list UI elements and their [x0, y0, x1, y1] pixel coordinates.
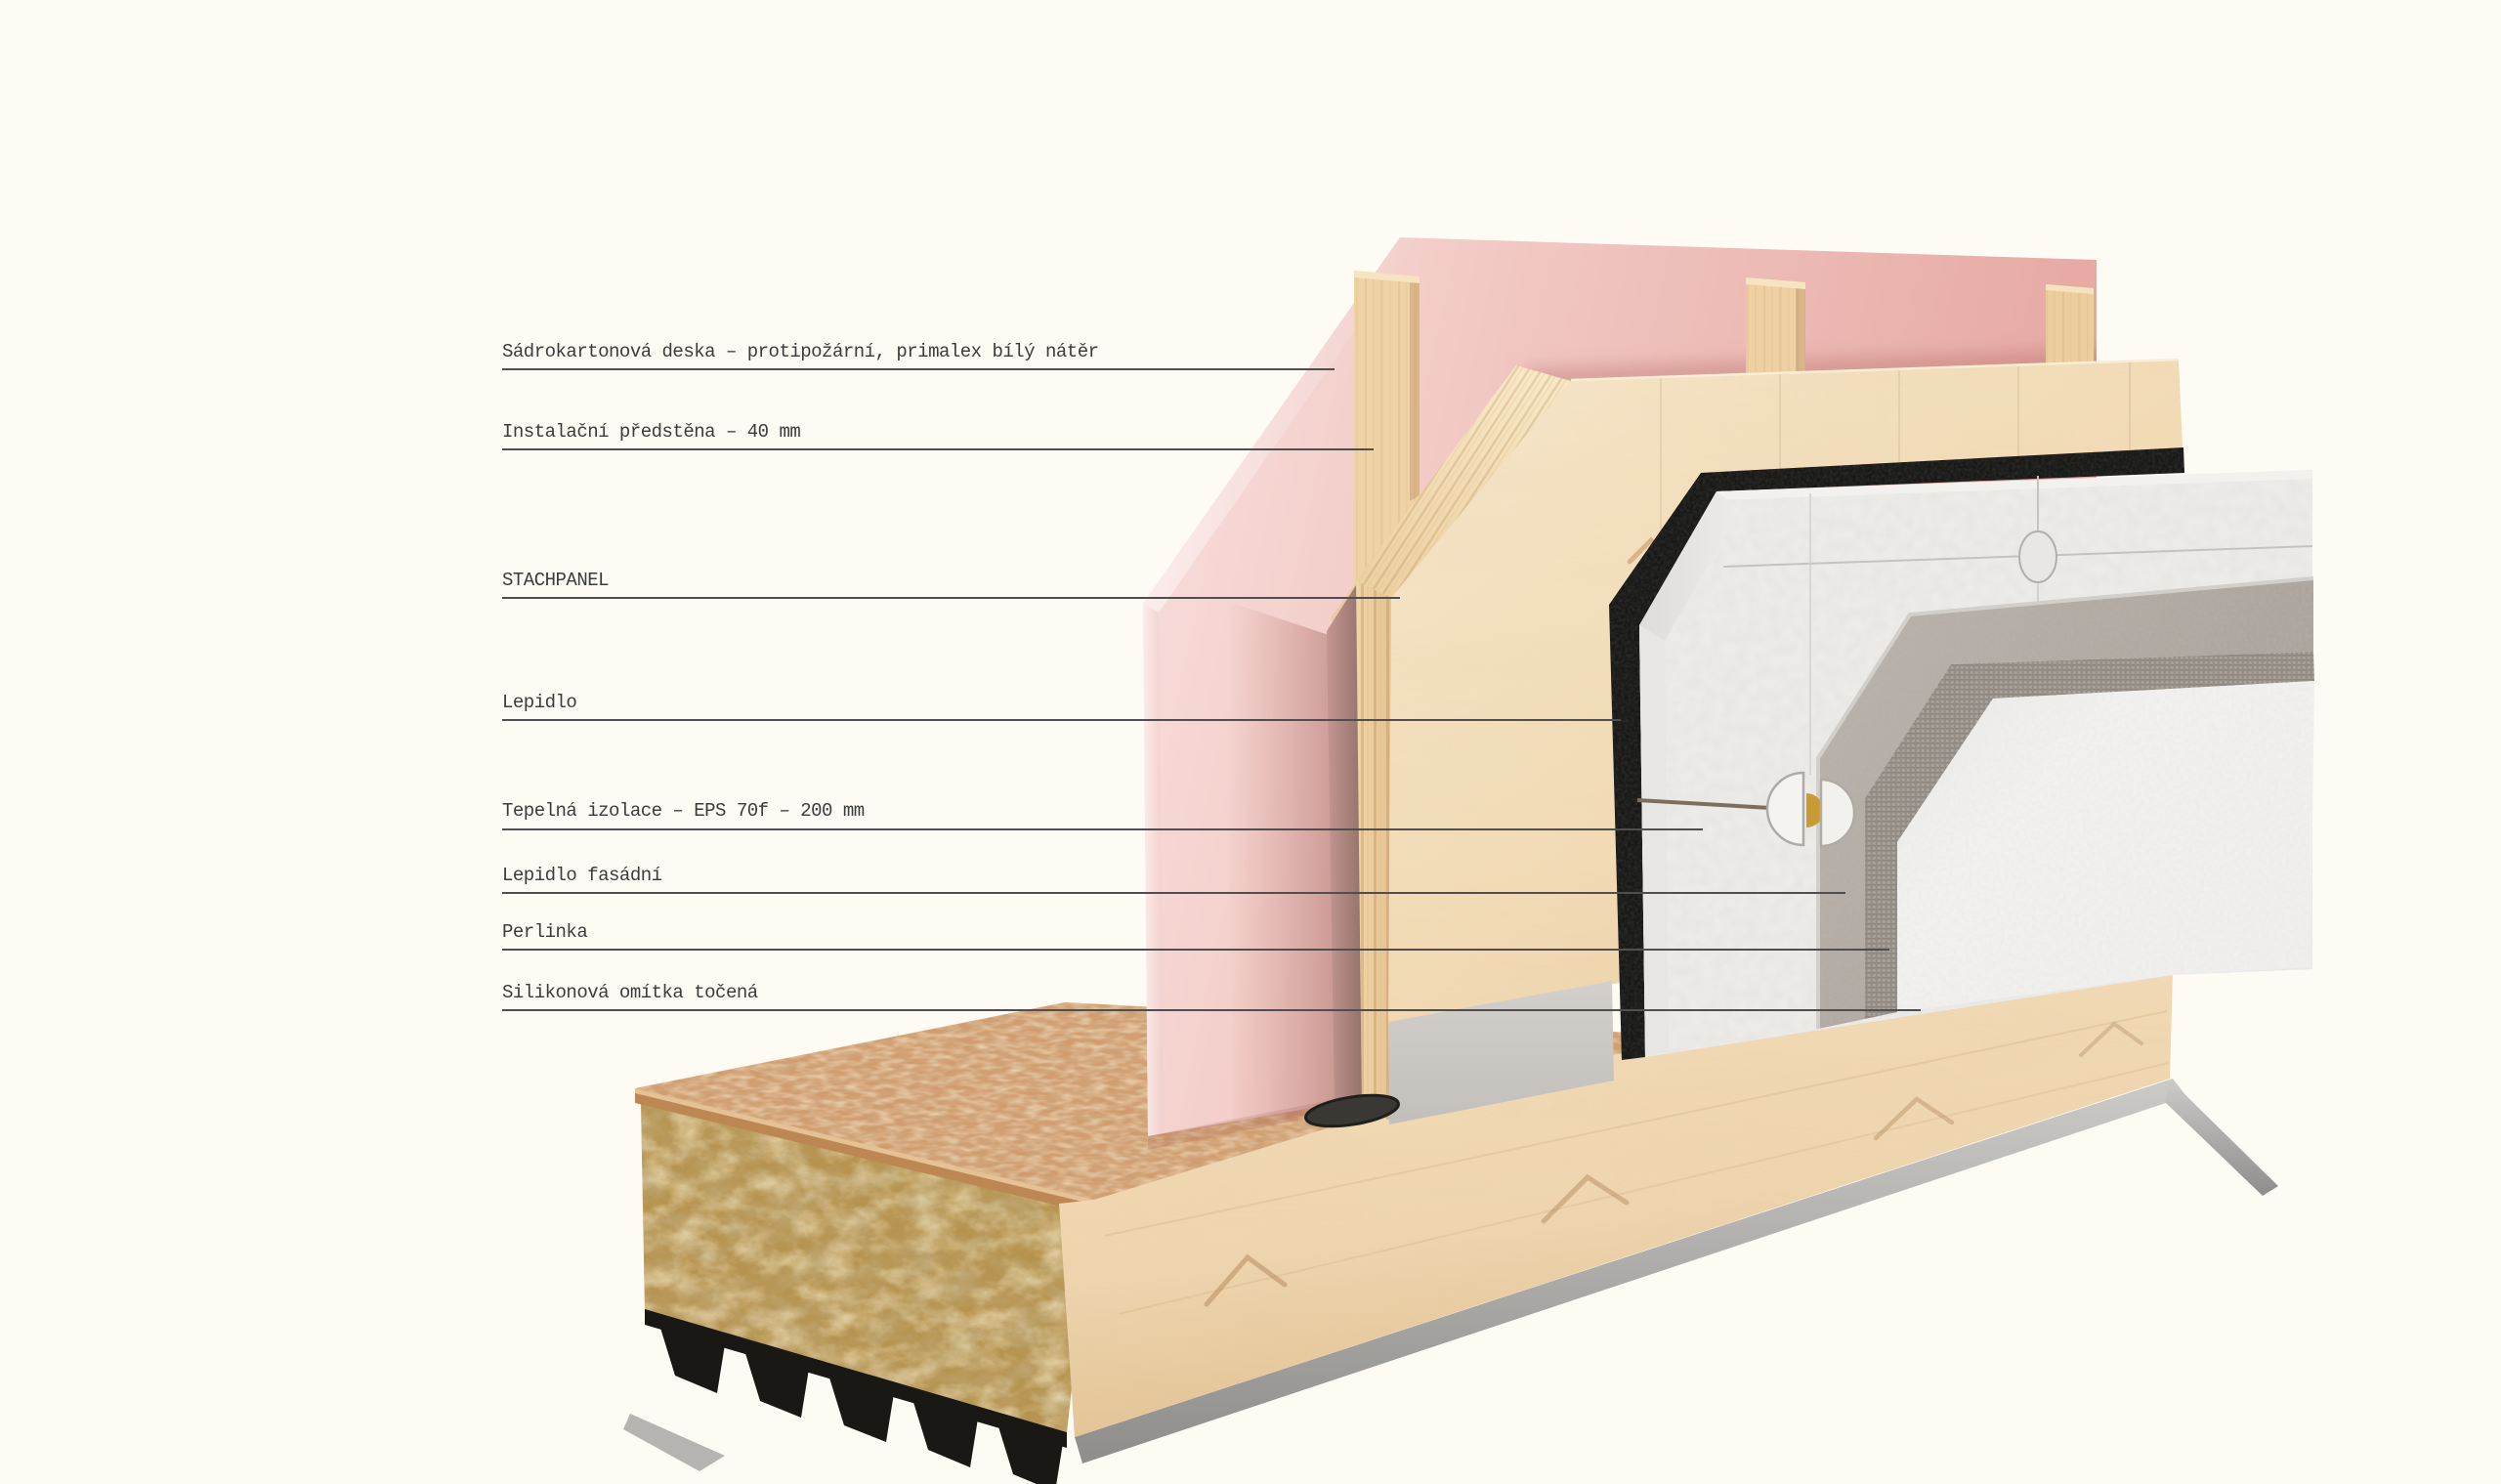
svg-text:Instalační předstěna – 40 mm: Instalační předstěna – 40 mm [502, 421, 800, 443]
svg-text:Lepidlo: Lepidlo [502, 692, 576, 713]
svg-text:STACHPANEL: STACHPANEL [502, 570, 609, 591]
svg-text:Silikonová omítka točená: Silikonová omítka točená [502, 982, 758, 1003]
svg-text:Perlinka: Perlinka [502, 921, 587, 943]
svg-text:Sádrokartonová deska – protipo: Sádrokartonová deska – protipožární, pri… [502, 341, 1099, 362]
svg-text:Lepidlo fasádní: Lepidlo fasádní [502, 865, 662, 886]
svg-text:Tepelná izolace – EPS 70f – 20: Tepelná izolace – EPS 70f – 200 mm [502, 800, 865, 822]
